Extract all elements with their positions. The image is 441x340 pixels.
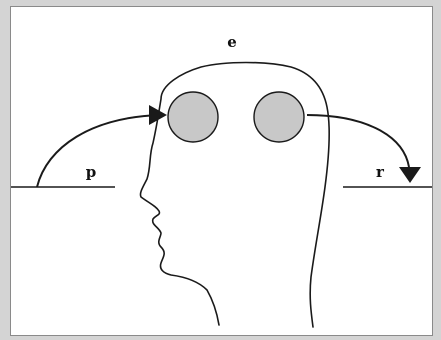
- label-left: p: [86, 163, 97, 181]
- head-diagram: e p r: [11, 7, 433, 336]
- left-circle: [168, 92, 218, 142]
- diagram-panel: e p r: [10, 6, 433, 336]
- input-arrowhead: [149, 105, 167, 125]
- output-arrowhead: [399, 167, 421, 183]
- input-arrow-curve: [37, 115, 161, 187]
- label-top: e: [227, 33, 237, 51]
- right-circle: [254, 92, 304, 142]
- label-right: r: [376, 163, 385, 181]
- head-outline: [140, 63, 329, 328]
- output-arrow-curve: [307, 115, 409, 167]
